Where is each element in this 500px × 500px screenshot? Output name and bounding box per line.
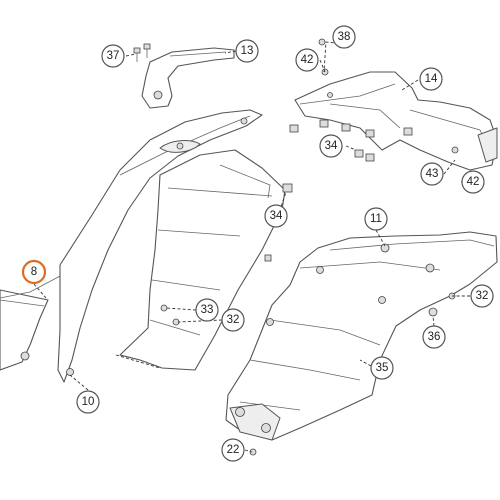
- callout-label: 42: [301, 54, 314, 66]
- callout-43[interactable]: 43: [420, 162, 444, 186]
- callout-label: 34: [325, 140, 338, 152]
- part-13-grab-handle[interactable]: [141, 47, 235, 109]
- callout-32-left[interactable]: 32: [221, 308, 245, 332]
- callout-label: 33: [201, 304, 214, 316]
- callout-32-right[interactable]: 32: [470, 284, 494, 308]
- callout-label: 43: [426, 168, 439, 180]
- part-37-screws[interactable]: [133, 43, 151, 62]
- callouts: 37 13 38 42 14 34 43 42: [21, 25, 494, 462]
- callout-14[interactable]: 14: [419, 67, 443, 91]
- callout-33[interactable]: 33: [195, 298, 219, 322]
- callout-label: 10: [82, 396, 95, 408]
- callout-label: 22: [227, 444, 240, 456]
- callout-label: 14: [425, 73, 438, 85]
- part-11-rear-fender[interactable]: [225, 231, 498, 441]
- callout-22[interactable]: 22: [221, 438, 245, 462]
- callout-37[interactable]: 37: [101, 44, 125, 68]
- callout-label: 35: [376, 362, 389, 374]
- callout-label: 38: [338, 31, 351, 43]
- part-14-hardware: [289, 38, 477, 182]
- callout-label: 32: [227, 314, 240, 326]
- callout-label: 42: [467, 176, 480, 188]
- callout-34-upper[interactable]: 34: [319, 134, 343, 158]
- callout-label: 8: [31, 266, 37, 278]
- callout-label: 13: [241, 45, 254, 57]
- callout-label: 34: [270, 210, 283, 222]
- callout-11[interactable]: 11: [364, 207, 388, 231]
- callout-8-highlighted[interactable]: 8: [21, 259, 47, 285]
- callout-42-upper[interactable]: 42: [295, 48, 319, 72]
- callout-13[interactable]: 13: [235, 39, 259, 63]
- callout-35[interactable]: 35: [370, 356, 394, 380]
- callout-42-lower[interactable]: 42: [461, 170, 485, 194]
- callout-10[interactable]: 10: [76, 390, 100, 414]
- callout-label: 11: [370, 213, 382, 225]
- callout-label: 36: [428, 331, 441, 343]
- part-14-tail-section[interactable]: [294, 71, 498, 171]
- callout-36[interactable]: 36: [422, 325, 446, 349]
- inner-fender-panel[interactable]: [119, 149, 286, 371]
- callout-38[interactable]: 38: [332, 25, 356, 49]
- part-8-side-panel[interactable]: [0, 274, 63, 371]
- callout-label: 37: [107, 50, 120, 62]
- callout-label: 32: [476, 290, 489, 302]
- part-10-side-trim[interactable]: [57, 109, 263, 383]
- callout-34-lower[interactable]: 34: [264, 204, 288, 228]
